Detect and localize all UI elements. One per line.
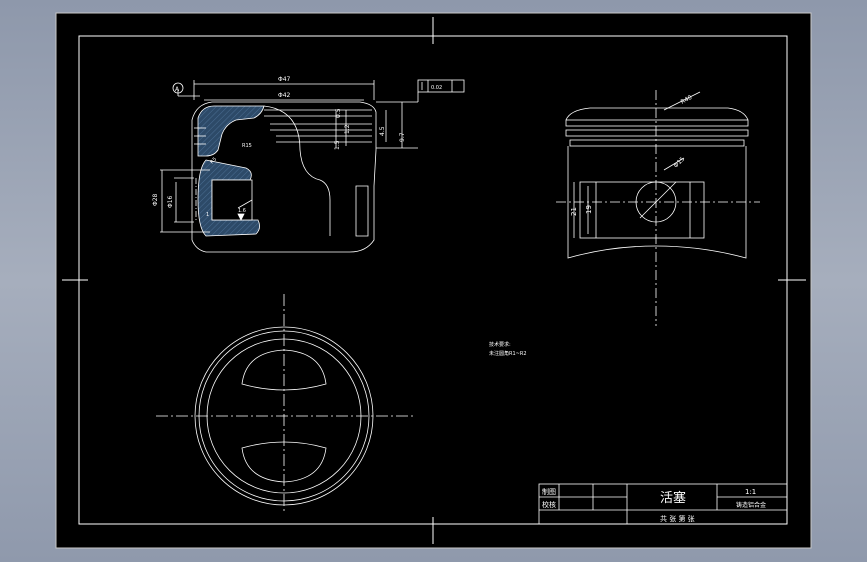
row1-label: 制图 (542, 487, 556, 496)
side-pin-boss (579, 181, 705, 239)
surface-mark: 1.6 (238, 208, 246, 214)
dim-pin-inner: Φ16 (167, 195, 174, 208)
notes-title: 技术要求: (489, 341, 511, 348)
dim-ring-stack: 4.5 (379, 126, 386, 136)
front-view-labels: A Φ47 Φ42 1.5 1.2 0.5 4.5 9.7 R5 R15 Φ28… (152, 76, 442, 218)
bottom-view (156, 294, 414, 514)
pin-boss-hatch (197, 159, 260, 237)
row2-label: 校核 (542, 500, 556, 509)
bottom-window-top (241, 349, 327, 391)
dim-groove-1: 1.5 (334, 140, 341, 150)
dim-inner-diameter: Φ42 (278, 92, 291, 99)
bottom-window-bottom (241, 441, 327, 483)
dim-groove-2: 1.2 (344, 124, 351, 134)
tolerance-value: 0.02 (431, 85, 442, 91)
datum-label: A (175, 86, 180, 93)
notes-line1: 未注圆角R1~R2 (489, 350, 527, 357)
crown-hatch (197, 105, 265, 157)
dim-small: 1 (206, 212, 209, 218)
dim-height-1: 21 (570, 207, 578, 216)
technical-notes: 技术要求: 未注圆角R1~R2 (489, 341, 527, 357)
front-section-view (160, 79, 465, 253)
title-block-labels: 制图 校核 活塞 1:1 铸造铝合金 共 张 第 张 (542, 487, 766, 523)
side-crown (565, 107, 749, 121)
dim-ring-height: 9.7 (399, 132, 406, 142)
dim-overall-diameter: Φ47 (278, 76, 291, 83)
part-name: 活塞 (660, 490, 686, 506)
drawing-sheet (55, 12, 812, 549)
radius-1-label: R5 (209, 156, 218, 165)
dim-top-radius: R40 (680, 94, 694, 106)
scale-value: 1:1 (745, 488, 756, 496)
side-view (556, 90, 760, 326)
dim-groove-3: 0.5 (335, 108, 342, 118)
piston-outline (191, 101, 377, 253)
sheet-count: 共 张 第 张 (660, 514, 695, 523)
title-block (538, 483, 788, 525)
dim-height-2: 19 (585, 205, 593, 214)
material-value: 铸造铝合金 (736, 501, 766, 509)
dim-pin-bore: Φ28 (152, 193, 159, 206)
radius-2-label: R15 (242, 143, 252, 149)
